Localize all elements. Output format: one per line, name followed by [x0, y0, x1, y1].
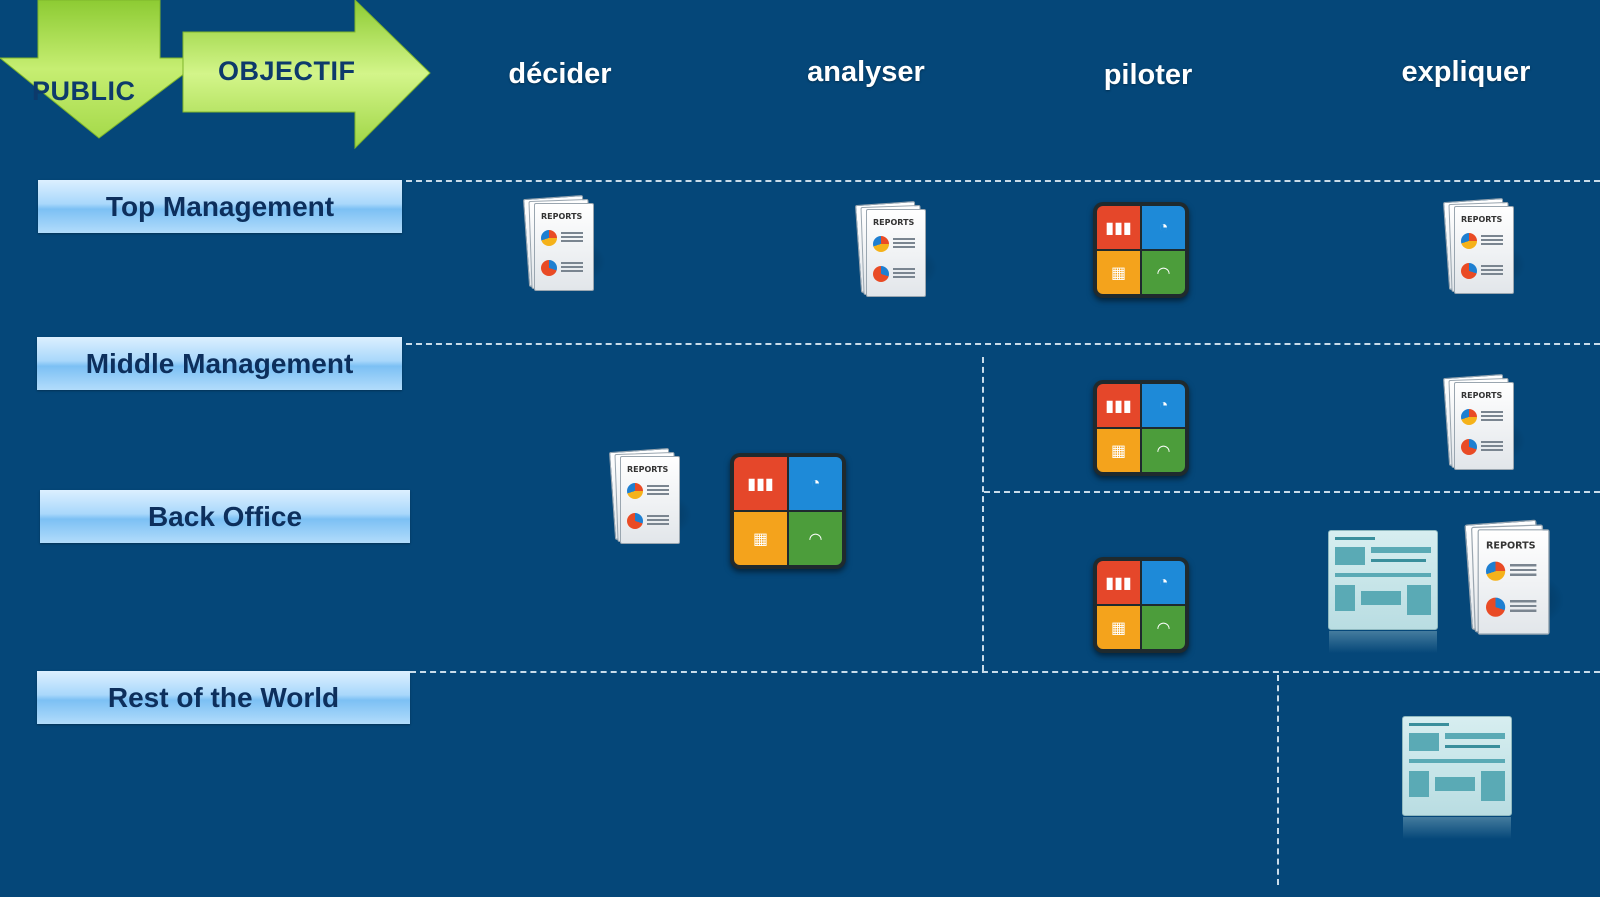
divider-vertical-right	[1277, 675, 1279, 885]
dashboard-puzzle-icon: ▮▮▮◔▦◠	[1093, 202, 1189, 298]
row-label-top-management: Top Management	[38, 180, 402, 233]
objectif-right-arrow	[182, 0, 431, 150]
divider-top	[406, 180, 1600, 182]
dashboard-puzzle-icon: ▮▮▮◔▦◠	[730, 453, 846, 569]
header-arrows	[0, 0, 431, 150]
row-label-rest-of-the-world: Rest of the World	[37, 671, 410, 724]
row-label-back-office: Back Office	[40, 490, 410, 543]
dashboard-puzzle-icon: ▮▮▮◔▦◠	[1093, 557, 1189, 653]
column-header-expliquer: expliquer	[1401, 56, 1531, 88]
public-label: PUBLIC	[32, 76, 136, 106]
divider-middle	[406, 343, 1600, 345]
objectif-label: OBJECTIF	[218, 56, 356, 86]
public-down-arrow	[0, 0, 207, 139]
column-header-piloter: piloter	[1103, 59, 1193, 91]
infographic-icon	[1328, 530, 1438, 653]
infographic-icon	[1402, 716, 1512, 839]
divider-vertical-center	[982, 357, 984, 671]
divider-backoffice-right	[984, 491, 1600, 493]
column-header-analyser: analyser	[807, 56, 925, 88]
column-header-decider: décider	[508, 58, 612, 90]
divider-rest	[410, 671, 1600, 673]
dashboard-puzzle-icon: ▮▮▮◔▦◠	[1093, 380, 1189, 476]
row-label-middle-management: Middle Management	[37, 337, 402, 390]
